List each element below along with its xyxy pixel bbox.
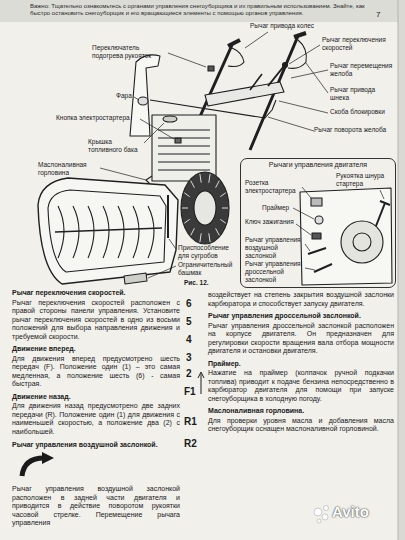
- gear-arrow: [198, 372, 204, 394]
- auger-shaft: [55, 228, 162, 232]
- fuel-cap: [163, 116, 177, 122]
- engine-panel: [300, 188, 392, 285]
- part-label: Праймер: [262, 204, 294, 212]
- recoil-hub: [353, 233, 371, 251]
- body-text: Рычаг управления дроссельной заслонкой р…: [208, 322, 394, 356]
- housing-rim: [48, 190, 166, 272]
- choke-icon: [16, 452, 60, 482]
- inset-title: Рычаги управления двигателя: [241, 161, 395, 168]
- discharge-chute: [130, 55, 160, 136]
- page-edge-line: [398, 0, 399, 540]
- section-heading: Рычаг управления дроссельной заслонкой.: [208, 312, 394, 321]
- part-label: Рычаг привода колес: [250, 22, 330, 30]
- choke-lever: [308, 248, 326, 254]
- wheel-hub: [194, 191, 216, 225]
- body-text: Для движения назад предусмотрено две зад…: [12, 402, 180, 436]
- section-heading: Рычаг переключения скоростей.: [12, 289, 180, 298]
- figure-caption: Рис. 12.: [184, 279, 224, 287]
- left-column: Рычаг переключения скоростей.Рычаг перек…: [12, 289, 180, 528]
- part-label: Рычаг поворота желоба: [314, 126, 394, 134]
- skid-shoe: [124, 273, 147, 284]
- gear-number: F1: [184, 386, 202, 398]
- right-column: воздействует на степень закрытия воздушн…: [208, 291, 394, 434]
- wheel: [181, 172, 229, 244]
- control-panel: [205, 82, 284, 106]
- part-label: Рычаг перемещения желоба: [330, 62, 394, 78]
- part-label: Переключатель подогрева рукояток: [92, 44, 168, 60]
- headlight: [138, 97, 148, 105]
- drift-cutter: [167, 195, 169, 238]
- warning-note: Важно: Тщательно ознакомьтесь с органами…: [30, 3, 365, 17]
- part-label: Маслоналивная горловина: [38, 161, 100, 177]
- body-text: Нажатие на праймер (колпачок ручной подк…: [208, 369, 394, 403]
- engine-fins: [158, 130, 210, 170]
- gear-lever: [268, 66, 284, 86]
- section-heading: Движение вперед.: [12, 345, 180, 354]
- engine-housing: [152, 115, 216, 181]
- gear-number: 3: [186, 352, 200, 364]
- primer: [315, 216, 323, 224]
- wheel-tread: [182, 174, 228, 242]
- recoil-starter: [341, 221, 383, 263]
- section-heading: Праймер.: [208, 360, 394, 369]
- body-text: воздействует на степень закрытия воздушн…: [208, 291, 394, 308]
- page-edge: [398, 0, 405, 540]
- part-label: Розетка электростартера: [245, 179, 303, 195]
- part-label: Ключ зажигания: [245, 218, 297, 226]
- gear-number: 4: [186, 334, 200, 346]
- part-label: Приспособление для сугробов: [178, 244, 238, 260]
- part-label: Ограничительный башмак: [178, 261, 238, 277]
- gear-number: 2: [186, 368, 200, 380]
- gear-number: R2: [184, 438, 202, 450]
- chute-lever: [250, 74, 262, 90]
- part-label: Рычаг переключения скоростей: [322, 36, 394, 52]
- auger-drive-bail: [288, 40, 306, 68]
- body-text: Рычаг переключения скоростей расположен …: [12, 299, 180, 342]
- section-heading: Маслоналивная горловина.: [208, 407, 394, 416]
- body-text: Для проверки уровня масла и добавления м…: [208, 417, 394, 434]
- auger-housing: [38, 178, 178, 284]
- starter-socket: [311, 198, 322, 206]
- watermark-logo: [314, 506, 329, 524]
- part-label: Рукоятка шнура стартера: [336, 172, 394, 188]
- ignition-key: [312, 233, 321, 239]
- part-label: Рычаг привода шнека: [330, 86, 394, 102]
- part-label: Фара: [116, 92, 136, 100]
- gear-number: 6: [186, 298, 200, 310]
- part-label: Рычаг управления воздушной заслонкой: [245, 236, 305, 259]
- section-heading: Рычаг управления воздушной заслонкой.: [12, 441, 180, 450]
- gear-number: R1: [184, 416, 202, 428]
- body-text: Для движения вперед предусмотрено шесть …: [12, 355, 180, 389]
- body-text: Рычаг управления воздушной заслонкой рас…: [12, 485, 180, 528]
- throttle-lever: [314, 264, 332, 272]
- gear-number: 5: [186, 316, 200, 328]
- section-heading: Движение назад.: [12, 393, 180, 402]
- oil-filler: [146, 176, 152, 184]
- part-label: Скоба блокировки: [330, 108, 394, 116]
- page-number: 7: [376, 10, 388, 20]
- watermark: Avito: [332, 503, 394, 521]
- starter-handle: [376, 201, 390, 226]
- starter-button: [175, 138, 181, 143]
- wheel-drive-bail: [228, 48, 244, 67]
- part-label: Рычаг управления дроссельной заслонкой: [245, 260, 305, 283]
- handle-grips: [228, 33, 306, 46]
- part-label: Кнопка электростартера: [56, 114, 140, 122]
- heater-switch: [208, 66, 214, 71]
- gear-knob: [283, 63, 288, 68]
- top-band: [0, 0, 405, 22]
- part-label: Крышка топливного бака: [88, 138, 144, 154]
